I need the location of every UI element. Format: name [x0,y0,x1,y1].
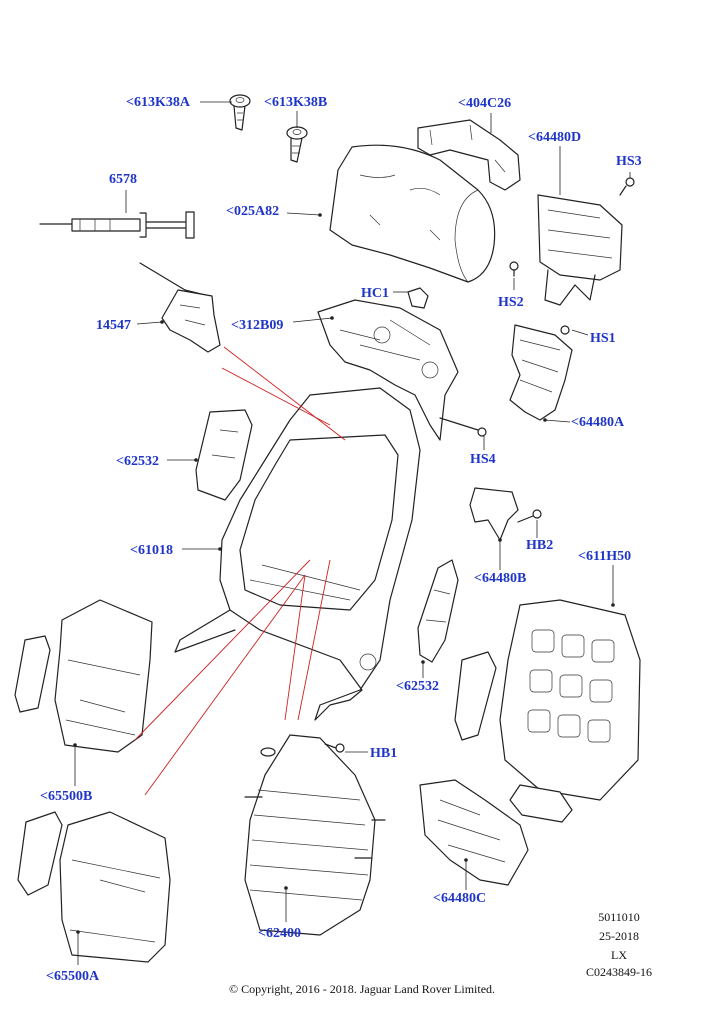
label-62532-upper[interactable]: <62532 [116,454,159,469]
part-64480d-module[interactable] [537,194,623,306]
part-hs4-bolt[interactable] [439,417,487,437]
part-404c26-bracket[interactable] [417,119,521,191]
part-hc1-clip[interactable] [407,287,429,309]
part-hb2-bolt[interactable] [517,509,542,523]
part-hs3-screw[interactable] [619,177,635,196]
label-64480c[interactable]: <64480C [433,891,487,906]
label-613k38a[interactable]: <613K38A [126,95,190,110]
label-hb2[interactable]: HB2 [526,538,554,553]
label-hb1[interactable]: HB1 [370,746,398,761]
label-312b09[interactable]: <312B09 [231,318,284,333]
part-62400-suspension[interactable] [244,734,386,936]
label-025a82[interactable]: <025A82 [226,204,280,219]
part-025a82-cover[interactable] [329,144,496,283]
label-64480b[interactable]: <64480B [474,571,527,586]
label-64480d[interactable]: <64480D [528,130,582,145]
label-65500b[interactable]: <65500B [40,789,93,804]
label-611h50[interactable]: <611H50 [578,549,632,564]
ref-code-4: C0243849-16 [586,965,652,979]
label-62400[interactable]: <62400 [258,926,301,941]
part-611h50-mat[interactable] [454,599,641,823]
part-62532-trim-lower[interactable] [417,559,459,663]
label-65500a[interactable]: <65500A [46,969,100,984]
part-65500a-lumbar[interactable] [17,811,171,963]
part-hs2-screw[interactable] [509,261,519,277]
part-hb1-bolt[interactable] [324,743,345,753]
part-hs1-screw[interactable] [560,325,570,335]
copyright-text: © Copyright, 2016 - 2018. Jaguar Land Ro… [228,982,496,996]
part-61018-frame[interactable] [174,387,421,721]
label-613k38b[interactable]: <613K38B [264,95,328,110]
part-64480c-bracket[interactable] [419,779,529,886]
ref-code-3: LX [611,948,627,962]
part-613k38a-knob[interactable] [229,94,251,131]
label-hc1[interactable]: HC1 [361,286,389,301]
part-312b09-recliner[interactable] [317,299,459,441]
part-64480a-bracket[interactable] [509,324,573,421]
label-6578[interactable]: 6578 [109,172,137,187]
label-62532-lower[interactable]: <62532 [396,679,439,694]
ref-code-1: 5011010 [598,910,640,924]
label-61018[interactable]: <61018 [130,543,173,558]
label-hs1[interactable]: HS1 [590,331,616,346]
label-64480a[interactable]: <64480A [571,415,625,430]
label-hs3[interactable]: HS3 [616,154,642,169]
part-613k38b-knob[interactable] [286,126,308,163]
label-404c26[interactable]: <404C26 [458,96,512,111]
label-14547[interactable]: 14547 [96,318,131,333]
part-6578-grease-syringe[interactable] [39,211,195,239]
part-14547-harness[interactable] [139,262,221,353]
label-hs4[interactable]: HS4 [470,452,496,467]
part-64480b-bracket[interactable] [469,487,519,541]
label-hs2[interactable]: HS2 [498,295,524,310]
ref-code-2: 25-2018 [599,929,639,943]
part-62532-trim-upper[interactable] [195,409,253,501]
part-65500b-lumbar[interactable] [14,599,153,753]
